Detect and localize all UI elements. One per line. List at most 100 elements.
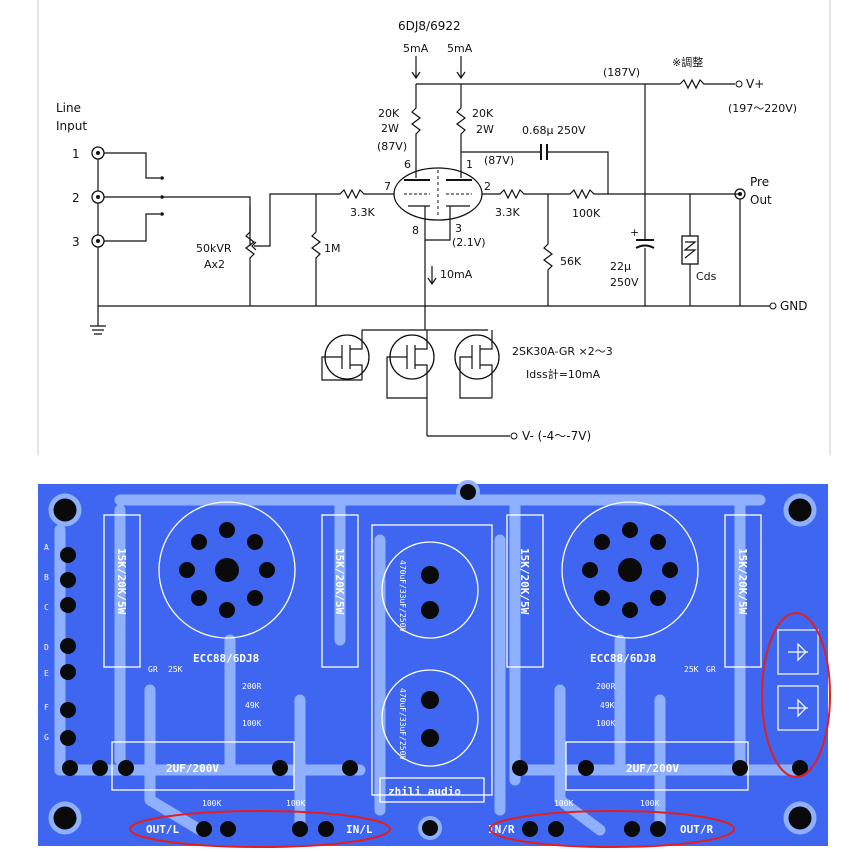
coupling-wire-right xyxy=(548,151,609,194)
gnd-label: GND xyxy=(780,299,808,313)
tube-socket-right xyxy=(561,501,699,639)
vplus-label: V+ xyxy=(746,77,764,91)
line-input-label-2: Input xyxy=(56,119,87,133)
selector-wires xyxy=(104,152,160,242)
r-56k-label: 56K xyxy=(560,255,582,268)
vminus-terminal xyxy=(510,432,518,440)
side-c: C xyxy=(44,603,49,612)
film-cap-left xyxy=(111,741,295,791)
r-100k-bottom-left-2: 100K xyxy=(286,799,305,808)
pin-3: 3 xyxy=(455,222,462,235)
pin-1: 1 xyxy=(466,158,473,171)
r-100k-bottom-left-1: 100K xyxy=(202,799,221,808)
volume-pot xyxy=(245,206,255,306)
r-grid-left-label: 3.3K xyxy=(350,206,375,219)
r-25k-left: 25K xyxy=(168,665,183,674)
r-100k-right: 100K xyxy=(596,719,615,728)
bottom-pad-2 xyxy=(92,760,108,776)
side-e: E xyxy=(44,669,49,678)
current-10ma-arrow xyxy=(427,266,437,286)
current-arrow-right xyxy=(456,56,466,80)
adjust-resistor xyxy=(679,78,735,90)
input-1-jack-center xyxy=(96,151,100,155)
elec-cap-bottom xyxy=(381,669,479,767)
r-out-label: 100K xyxy=(572,207,601,220)
input-2-jack-center xyxy=(96,195,100,199)
grid-resistor-left xyxy=(284,188,394,200)
in-l-pad-1 xyxy=(292,821,308,837)
pcb-traces xyxy=(54,494,806,836)
vminus-label: V- (-4～-7V) xyxy=(522,429,591,443)
side-pad-7 xyxy=(60,730,76,746)
resistor-label-c: 15K/20K/5W xyxy=(518,548,531,615)
pre-out-label-1: Pre xyxy=(750,175,769,189)
elec-cap-bottom-pad-2 xyxy=(421,729,439,747)
r-200r-right: 200R xyxy=(596,682,615,691)
mount-hole-bottom-center xyxy=(418,816,442,840)
pre-out-label-2: Out xyxy=(750,193,772,207)
resistor-label-b: 15K/20K/5W xyxy=(333,548,346,615)
mount-hole-tr xyxy=(783,493,817,527)
elec-cap-bottom-pad-1 xyxy=(421,691,439,709)
side-d: D xyxy=(44,643,49,652)
pre-out-jack-center xyxy=(738,192,742,196)
r-1m-label: 1M xyxy=(324,242,341,255)
bottom-pad-1 xyxy=(62,760,78,776)
mount-hole-bl xyxy=(48,801,82,835)
vr-label-1: 50kVR xyxy=(196,242,232,255)
pcb-layout: ECC88/6DJ8 ECC88/6DJ8 15K/20K/5W 15K/20K… xyxy=(38,480,831,848)
input-2-label: 2 xyxy=(72,191,80,205)
side-pad-3 xyxy=(60,597,76,613)
r-200r-left: 200R xyxy=(242,682,261,691)
film-cap-left-label: 2UF/200V xyxy=(166,762,219,775)
pin-2: 2 xyxy=(484,180,491,193)
highlight-right-io xyxy=(489,810,735,848)
in-r-pad-2 xyxy=(548,821,564,837)
plate-resistor-left xyxy=(411,84,421,178)
out-l-pad-2 xyxy=(220,821,236,837)
v-cathode-label: (2.1V) xyxy=(452,236,486,249)
resistor-label-a: 15K/20K/5W xyxy=(115,548,128,615)
cds-label: Cds xyxy=(696,270,717,283)
gnd-terminal xyxy=(769,302,777,310)
side-pad-5 xyxy=(60,664,76,680)
selector-contact-2 xyxy=(160,195,164,199)
cap22-plate-2 xyxy=(635,244,655,249)
bottom-pad-7 xyxy=(578,760,594,776)
side-b: B xyxy=(44,573,49,582)
bottom-pad-4 xyxy=(272,760,288,776)
tube-label-left: ECC88/6DJ8 xyxy=(193,652,259,665)
selector-contact-3 xyxy=(160,212,164,216)
power-resistor-c xyxy=(506,514,544,668)
power-resistor-b xyxy=(321,514,359,668)
brand-label: zhili audio xyxy=(388,785,461,798)
side-pad-6 xyxy=(60,702,76,718)
out-r-pad-1 xyxy=(624,821,640,837)
pin-6: 6 xyxy=(404,158,411,171)
fet-1-leads xyxy=(321,330,363,381)
module-1 xyxy=(777,629,819,675)
out-l-pad-1 xyxy=(196,821,212,837)
cap-area-outline xyxy=(371,524,493,796)
bottom-pad-3 xyxy=(118,760,134,776)
line-input-label-1: Line xyxy=(56,101,81,115)
mount-hole-tl xyxy=(48,493,82,527)
input-3-label: 3 xyxy=(72,235,80,249)
fet-label-2: Idss計=10mA xyxy=(526,367,601,381)
fet-label-1: 2SK30A-GR ×2～3 xyxy=(512,345,613,358)
side-f: F xyxy=(44,703,49,712)
r-plate-left-2: 2W xyxy=(381,122,399,135)
elec-cap-top-pad-2 xyxy=(421,601,439,619)
elec-cap-label-1: 470uF/33uF/250V xyxy=(398,560,407,632)
tube-label-right: ECC88/6DJ8 xyxy=(590,652,656,665)
current-left-label: 5mA xyxy=(403,42,429,55)
tube-socket-left xyxy=(158,501,296,639)
resistor-56k xyxy=(543,194,553,306)
vplus-terminal xyxy=(735,80,743,88)
v-plate-right-label: (87V) xyxy=(484,154,514,167)
fet-2-leads xyxy=(386,330,428,399)
vplus-range: (197～220V) xyxy=(728,102,797,115)
vr-label-2: Ax2 xyxy=(204,258,225,271)
mount-hole-top-center xyxy=(456,480,480,504)
